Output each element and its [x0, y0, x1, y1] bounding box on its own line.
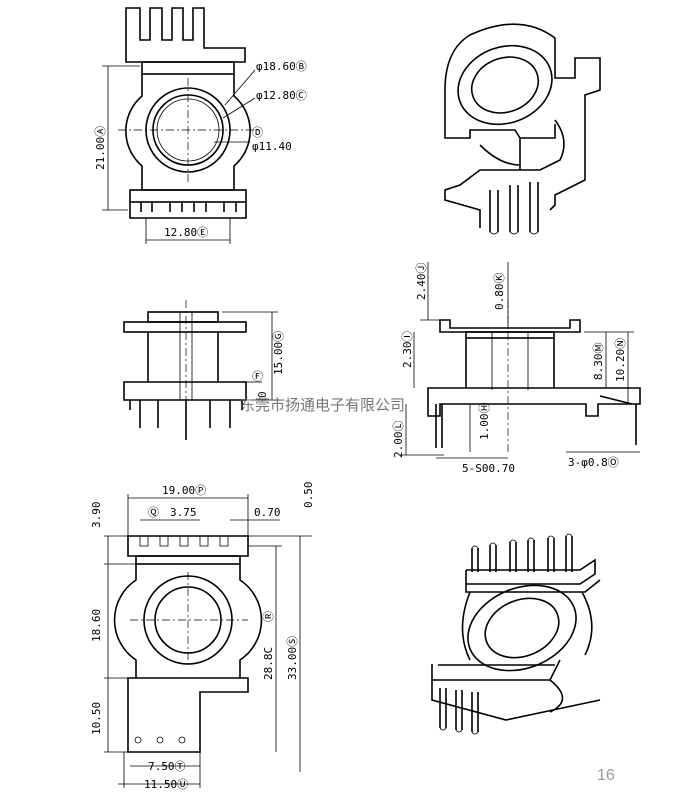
isometric-view-bottom	[431, 533, 601, 735]
section-bottom-t: 1.00Ⓗ	[478, 403, 491, 441]
section-view-drawing	[400, 262, 641, 459]
section-inner: 2.30	[401, 342, 414, 369]
dim-c-label: φ12.80Ⓒ	[256, 89, 307, 102]
bottom-base-w1: 7.50Ⓣ	[148, 760, 186, 773]
bottom-pitch-circle: Ⓠ	[148, 506, 159, 519]
section-pin-size: 5-S00.70	[462, 462, 515, 475]
bottom-right-top: 0.50	[302, 482, 315, 509]
section-inner-circle: Ⓘ	[401, 331, 414, 342]
dim-d-label: φ11.40	[252, 140, 292, 153]
page-number: 16	[597, 767, 615, 784]
bottom-top-width: 19.00Ⓟ	[162, 484, 206, 497]
side-height-label: 15.00Ⓖ	[272, 331, 285, 375]
bottom-mid-h: 18.60	[90, 609, 103, 642]
bottom-total-h: 33.00Ⓢ	[286, 636, 299, 680]
company-watermark: 东莞市扬通电子有限公司	[240, 396, 405, 414]
top-view-drawing	[102, 7, 260, 244]
section-flange-t: 0.80Ⓚ	[493, 273, 506, 311]
section-right-h1: 8.30Ⓜ	[592, 343, 605, 381]
section-pin-dia: 3-φ0.8Ⓞ	[568, 456, 619, 469]
bottom-pitch: 3.75	[170, 506, 197, 519]
side-flange-sub: 0	[256, 391, 269, 398]
section-pin-len: 2.00Ⓛ	[392, 421, 405, 459]
top-height-label: 21.00Ⓐ	[94, 126, 107, 170]
top-width-label: 12.80Ⓔ	[164, 226, 208, 239]
bottom-view-drawing	[104, 494, 312, 788]
side-view-drawing	[123, 300, 278, 440]
section-top-gap: 2.40Ⓙ	[415, 263, 428, 301]
bottom-inner-h: 28.8C	[262, 647, 275, 680]
bottom-inner-circle: Ⓡ	[262, 611, 275, 622]
dim-d-circle: Ⓓ	[252, 126, 263, 139]
bottom-left-top: 3.90	[90, 502, 103, 529]
isometric-view-top	[444, 23, 601, 235]
bottom-pin-w: 0.70	[254, 506, 281, 519]
side-flange-circle: Ⓕ	[252, 370, 263, 383]
dim-b-label: φ18.60Ⓑ	[256, 60, 307, 73]
section-right-h2: 10.20Ⓝ	[614, 338, 627, 382]
bottom-base-w2: 11.50Ⓤ	[144, 778, 188, 791]
bottom-low-h: 10.50	[90, 702, 103, 735]
